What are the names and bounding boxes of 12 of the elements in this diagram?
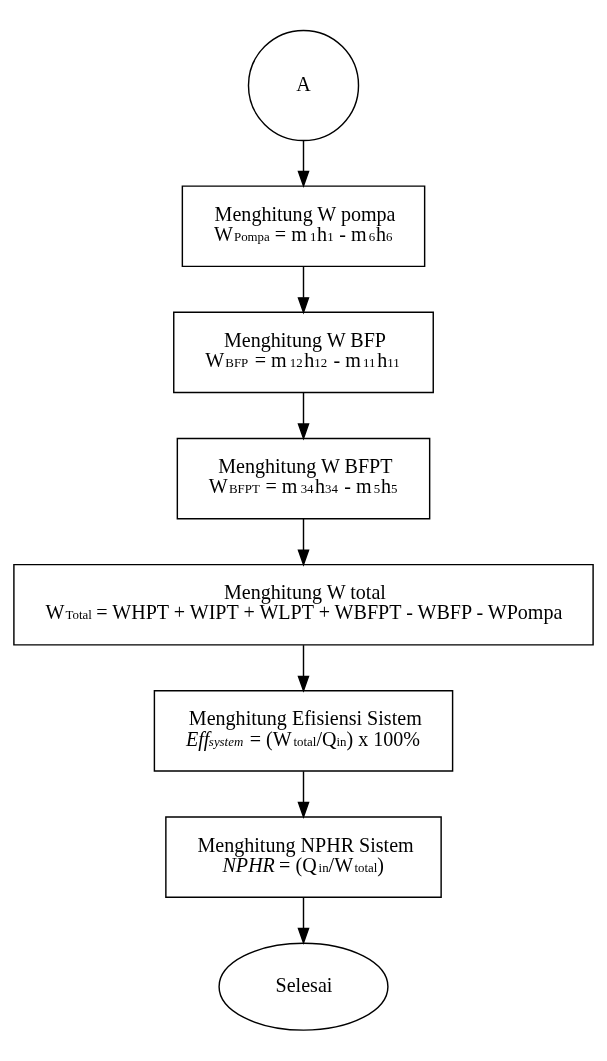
arrow	[297, 896, 310, 945]
node-box: Menghitung W total WTotal = WHPT + WIPT + WLPT + WBFPT - WBFP - WPompa	[13, 563, 594, 646]
arrow	[297, 518, 310, 567]
arrow	[297, 392, 310, 441]
node-circle: A	[247, 29, 360, 142]
arrow	[297, 644, 310, 693]
arrow	[297, 139, 310, 188]
node-ellipse: Selesai	[218, 942, 389, 1031]
arrow	[297, 770, 310, 820]
node-box: Menghitung Efisiensi Sistem Effsystem = (Wtotal/Qin) x 100%	[153, 690, 454, 772]
node-box: Menghitung NPHR Sistem NPHR = (Qin/Wtotal)	[165, 816, 442, 898]
arrow	[297, 265, 310, 315]
